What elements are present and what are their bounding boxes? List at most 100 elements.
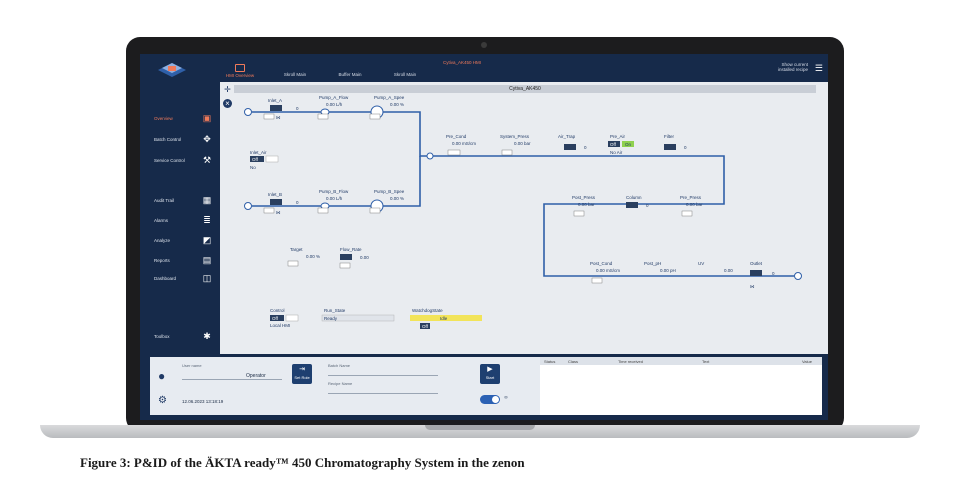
outlet-value: 0 <box>772 271 775 276</box>
valve-b-icon[interactable]: ⋈ <box>276 210 281 215</box>
post-cond-label: Post_Cond <box>590 261 613 266</box>
pump-a-flow-label: Pump_A_Flow <box>319 95 349 100</box>
uv-value: 0.00 <box>724 268 733 273</box>
recipe-name-input[interactable] <box>328 393 438 394</box>
overview-icon: ▣ <box>202 113 212 123</box>
target-value: 0.00 % <box>306 254 320 259</box>
login-button[interactable]: ⇥ Set Role <box>292 364 312 384</box>
alarm-table-header: Status Class Time received Text Value <box>540 357 822 365</box>
sidebar-item-toolbox[interactable]: Toolbox ✱ <box>154 331 211 341</box>
tab-skroll-main-1[interactable]: Skroll Main <box>283 72 307 77</box>
sidebar-item-alarms[interactable]: Alarms ≣ <box>154 215 211 225</box>
webcam <box>481 42 487 48</box>
pre-cond-value: 0.00 mS/cm <box>452 141 476 146</box>
user-icon: ● <box>158 369 166 383</box>
column-label: Column <box>626 195 642 200</box>
inlet-a-label: Inlet_A <box>268 98 282 103</box>
document-icon: ▤ <box>202 255 212 265</box>
air-trap-value: 0 <box>584 145 587 150</box>
close-icon[interactable]: × <box>223 99 232 108</box>
col-status[interactable]: Status <box>544 359 556 364</box>
col-value[interactable]: Value <box>802 359 812 364</box>
filter-label: Filter <box>664 134 675 139</box>
pump-a-speed-label: Pump_A_Spee <box>374 95 405 100</box>
wrench-icon: ⚒ <box>202 155 212 165</box>
top-navigation-bar: HMI Overview Skroll Main Buffer Main Skr… <box>140 54 828 82</box>
figure-caption: Figure 3: P&ID of the ÄKTA ready™ 450 Ch… <box>80 455 525 470</box>
outlet-label: Outlet <box>750 261 763 266</box>
inlet-b-value: 0 <box>296 200 299 205</box>
alarm-table: Status Class Time received Text Value <box>540 357 822 415</box>
system-press-value: 0.00 bar <box>514 141 531 146</box>
post-press-value: 0.00 bar <box>578 202 595 207</box>
column-value: 0 <box>646 203 649 208</box>
pump-b-speed-label: Pump_B_Spee <box>374 189 405 194</box>
tab-hmi-overview[interactable]: HMI Overview <box>220 64 260 78</box>
sidebar-item-batch-control[interactable]: Batch Control ✥ <box>154 134 211 144</box>
sidebar-item-overview[interactable]: Overview ▣ <box>154 113 212 123</box>
main-panel: ✛ × Cytiva_AK450 <box>220 82 828 354</box>
link-icon: ⚭ <box>503 395 509 402</box>
post-cond-value: 0.00 mS/cm <box>596 268 620 273</box>
col-text[interactable]: Text <box>702 359 710 364</box>
tab-cytiva-hmi[interactable]: Cytiva_AK450 HMI <box>442 60 481 65</box>
sidebar-item-analyze[interactable]: Analyze ◩ <box>154 235 212 245</box>
list-arrow-icon[interactable]: ☰ <box>814 63 823 73</box>
pump-b-flow-value: 0.00 L/h <box>326 196 343 201</box>
user-name-value: Operator <box>246 373 266 379</box>
sidebar-item-audit-trail[interactable]: Audit Trail ▦ <box>154 195 212 205</box>
run-state-label: Run_State <box>324 308 346 313</box>
tab-buffer-main[interactable]: Buffer Main <box>338 72 362 77</box>
post-press-label: Post_Press <box>572 195 596 200</box>
system-press-label: System_Press <box>500 134 530 139</box>
watchdog-state: Off <box>422 324 429 329</box>
inlet-b-label: Inlet_B <box>268 192 282 197</box>
col-class[interactable]: Class <box>568 359 579 364</box>
col-time-received[interactable]: Time received <box>618 359 643 364</box>
sidebar-item-dashboard[interactable]: Dashboard ◫ <box>154 273 212 283</box>
bottom-bar: ● User name Operator ⇥ Set Role Batch Na… <box>140 354 828 420</box>
gear-icon: ✱ <box>203 331 211 341</box>
sidebar-item-service-control[interactable]: Service Control ⚒ <box>154 155 212 165</box>
batch-name-input[interactable] <box>328 375 438 376</box>
pre-press-value: 0.00 bar <box>686 202 703 207</box>
pre-cond-label: Pre_Cond <box>446 134 467 139</box>
hmi-screen: HMI Overview Skroll Main Buffer Main Skr… <box>140 54 828 420</box>
pre-air-label: Pre_Air <box>610 134 626 139</box>
pump-a-flow-value: 0.00 L/h <box>326 102 343 107</box>
user-batch-panel: ● User name Operator ⇥ Set Role Batch Na… <box>150 357 540 415</box>
start-button[interactable]: ▶ Start <box>480 364 500 384</box>
air-trap-label: Air_Trap <box>558 134 576 139</box>
post-ph-value: 0.00 pH <box>660 268 676 273</box>
laptop-notch <box>425 425 535 430</box>
filter-value: 0 <box>684 145 687 150</box>
sidebar-item-reports[interactable]: Reports ▤ <box>154 255 212 265</box>
crosshair-icon[interactable]: ✛ <box>224 85 231 94</box>
inlet-air-label: Inlet_Air <box>250 150 267 155</box>
pump-b-speed-value: 0.00 % <box>390 196 404 201</box>
run-state-value: Ready <box>324 316 338 321</box>
batch-grid-icon: ✥ <box>203 134 211 144</box>
inlet-air-state: Off <box>252 157 259 162</box>
flow-rate-label: Flow_Rate <box>340 247 362 252</box>
pid-diagram: Inlet_A 0 ⋈ Pump_A_Flow 0.00 L/h Pump_A_… <box>244 95 802 329</box>
pre-air-state2: On <box>625 142 632 147</box>
target-label: Target <box>290 247 303 252</box>
pre-air-value: No Air <box>610 150 623 155</box>
valve-a-icon[interactable]: ⋈ <box>276 115 281 120</box>
settings-icon[interactable]: ⚙ <box>158 395 167 406</box>
tab-skroll-main-2[interactable]: Skroll Main <box>393 72 417 77</box>
outlet-valve-icon[interactable]: ⋈ <box>750 284 755 289</box>
system-logo-icon <box>158 63 186 77</box>
calendar-icon: ▦ <box>202 195 212 205</box>
laptop-base <box>40 425 920 438</box>
post-ph-label: Post_pH <box>644 261 661 266</box>
sidebar: Overview ▣ Batch Control ✥ Service Contr… <box>140 82 220 354</box>
watchdog-value: Idle <box>440 316 448 321</box>
dashboard-icon: ◫ <box>202 273 212 283</box>
pump-a-speed-value: 0.00 % <box>390 102 404 107</box>
installed-recipe-info[interactable]: Show current installed recipe <box>777 62 808 72</box>
mode-toggle[interactable] <box>480 395 500 404</box>
watchdog-label: WatchdogState <box>412 308 443 313</box>
pump-b-flow-label: Pump_B_Flow <box>319 189 349 194</box>
